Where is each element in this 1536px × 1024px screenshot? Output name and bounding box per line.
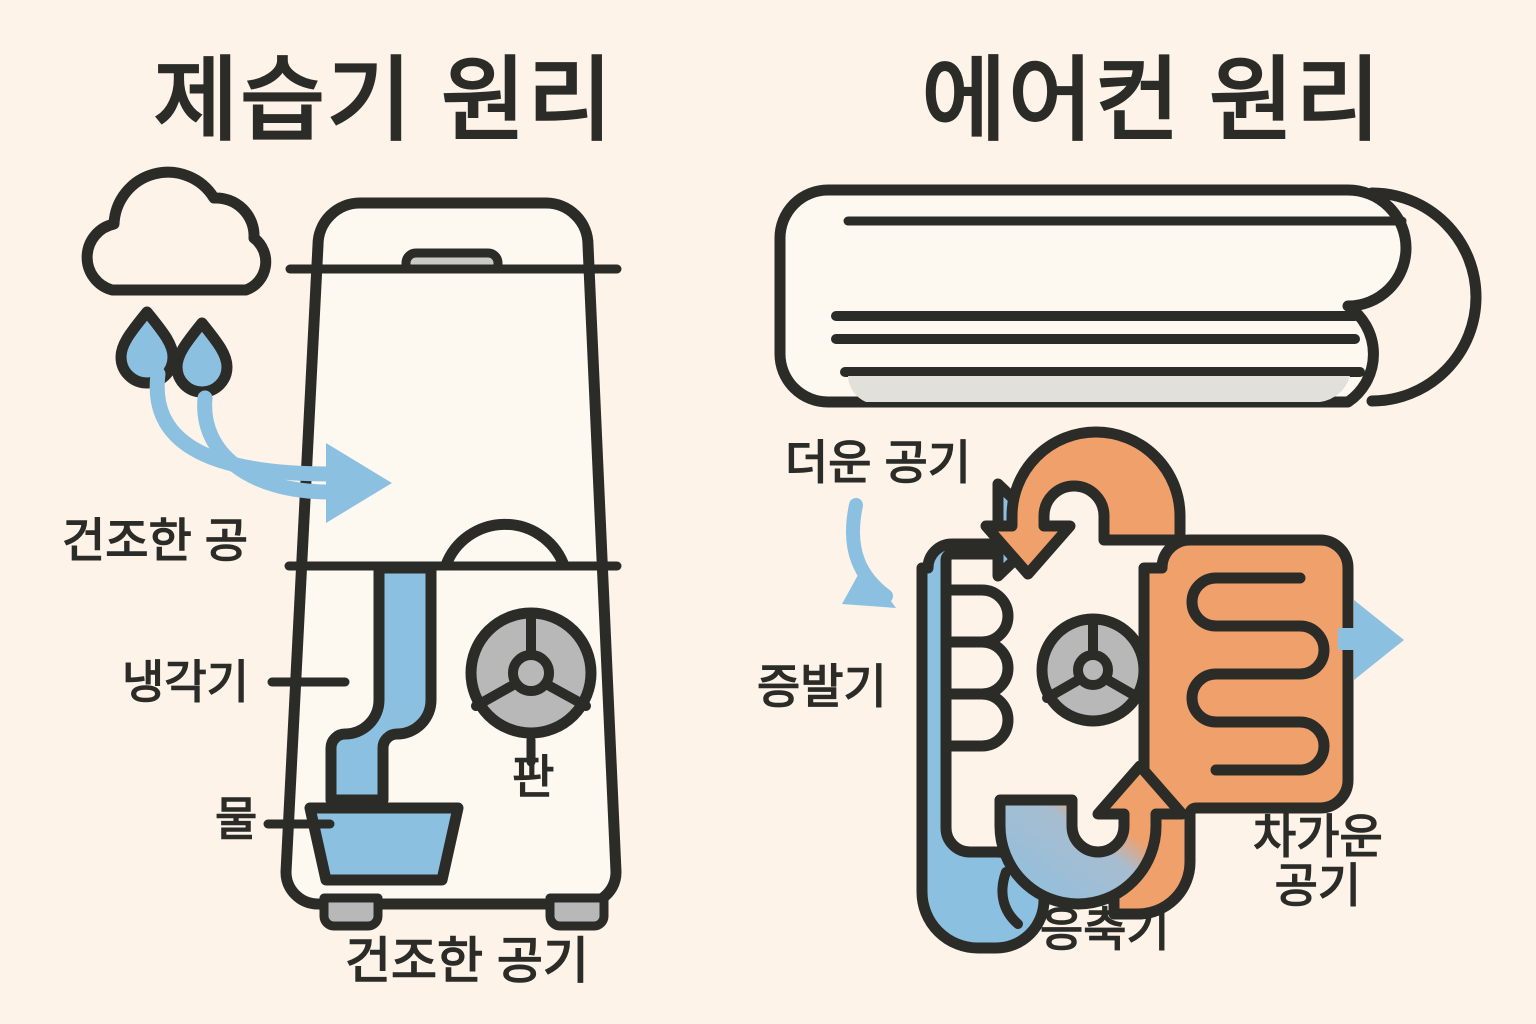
condenser-serpentine — [1186, 572, 1330, 776]
cloud-icon — [81, 166, 272, 296]
label-cold-air-line-1: 차가운 — [1253, 810, 1383, 863]
curved-down-arrow-icon — [846, 498, 893, 603]
moist-airflow-icon — [149, 366, 338, 500]
label-dry-air-bottom: 건조한 공기 — [345, 933, 589, 989]
label-evaporator: 증발기 — [757, 660, 887, 713]
label-fan: 판 — [512, 751, 555, 803]
raindrop-icon-1 — [115, 306, 179, 389]
fan-icon — [1036, 613, 1150, 727]
label-cold-air-line-2: 공기 — [1274, 859, 1362, 913]
label-dry-air-side: 건조한 공 — [62, 514, 249, 567]
drain-pipe-icon — [325, 562, 437, 806]
ac-right-cap — [1366, 187, 1482, 407]
water-tank-icon — [304, 802, 464, 886]
evaporator-serpentine — [946, 584, 1014, 752]
gradient-loop-arrow-icon — [994, 760, 1188, 910]
fan-icon — [465, 607, 597, 739]
leader-curve-icon — [997, 867, 1023, 929]
handle-icon — [401, 248, 503, 274]
curved-down-arrow-head — [842, 564, 896, 608]
label-cooler: 냉각기 — [122, 656, 249, 708]
intake-arrow-icon — [326, 443, 392, 523]
label-cold-air: 차가운 공기 — [1253, 812, 1383, 911]
cooling-coil-arc-icon — [440, 518, 569, 571]
foot-icon-right — [545, 893, 609, 931]
ac-bottom-fill — [848, 376, 1350, 402]
label-water: 물 — [215, 793, 258, 845]
foot-icon-left — [319, 893, 383, 931]
air-conditioner-unit-icon — [774, 184, 1412, 408]
cold-air-arrow-icon — [1338, 600, 1404, 680]
raindrop-icon-2 — [171, 317, 233, 398]
evaporator-coil-icon — [916, 478, 1052, 954]
dehumidifier-body-icon — [280, 197, 622, 910]
label-condenser: 응축기 — [1040, 903, 1170, 956]
page-title-right: 에어컨 원리 — [921, 50, 1383, 152]
page-title-left: 제습기 원리 — [153, 50, 615, 152]
orange-loop-arrow-icon — [980, 426, 1186, 580]
label-hot-air: 더운 공기 — [785, 436, 972, 489]
